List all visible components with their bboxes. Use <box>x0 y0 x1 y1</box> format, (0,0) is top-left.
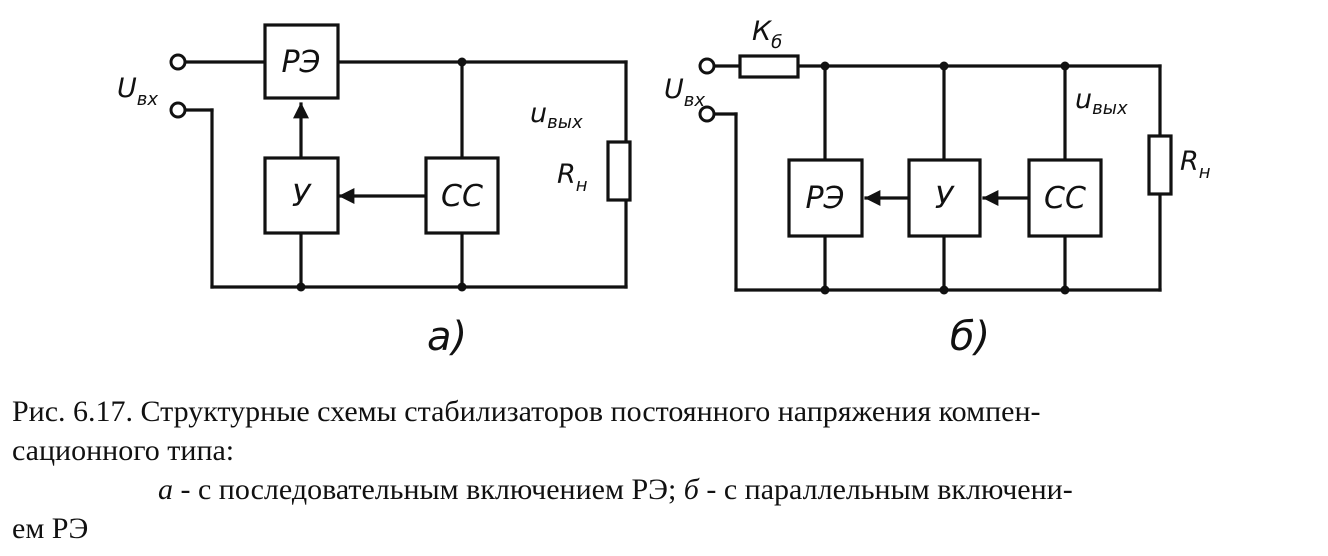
diagram-a-amp-block <box>263 156 340 235</box>
diagram-a-reg-label: РЭ <box>281 45 320 80</box>
diagram-b-vin-label: Uвх <box>664 74 705 111</box>
diagram-a-junction <box>457 282 467 292</box>
diagram-a-junction <box>296 282 306 292</box>
diagram-b-ballast-label: Кб <box>752 16 782 53</box>
diagram-b-reg-label: РЭ <box>805 181 844 216</box>
diagram-a-vin-label: Uвх <box>117 73 158 110</box>
diagram-a-reg-block <box>263 23 340 100</box>
diagram-a-junction <box>457 57 467 67</box>
diagram-b-junction <box>820 285 830 295</box>
diagram-a-input-terminal <box>169 53 187 71</box>
diagram-a-load-resistor <box>606 140 632 202</box>
diagram-b-amp-block <box>907 158 982 238</box>
diagram-b: РЭ У СС Кб Uвх uвых Rн б) <box>664 16 1211 360</box>
diagram-b-caption: б) <box>950 314 990 360</box>
diagram-b-ballast-resistor <box>738 54 800 79</box>
diagram-b-ref-label: СС <box>1044 181 1086 216</box>
diagram-b-load-resistor <box>1147 134 1173 196</box>
diagram-a-vout-label: uвых <box>530 98 583 133</box>
caption-line-1: Рис. 6.17. Структурные схемы стабилизато… <box>12 395 1041 428</box>
caption-variant-a-text: - с последовательным включением РЭ; <box>173 473 684 506</box>
diagram-a-input-terminal <box>169 101 187 119</box>
diagram-b-junction <box>939 285 949 295</box>
diagram-b-junction <box>820 61 830 71</box>
diagram-b-junction <box>1060 61 1070 71</box>
caption-variant-b: б <box>683 473 699 506</box>
caption-line-3: а - с последовательным включением РЭ; б … <box>12 470 1318 509</box>
diagram-b-junction <box>939 61 949 71</box>
caption-variant-b-text: - с параллельным включени- <box>698 473 1073 506</box>
schematic-figure: РЭ У СС Uвх uвых Rн а) <box>117 16 1211 360</box>
caption-variant-a: а <box>158 473 173 506</box>
diagram-b-reg-block <box>787 158 864 238</box>
caption-line-2: сационного типа: <box>12 434 235 467</box>
diagram-b-ref-block <box>1027 158 1103 238</box>
diagram-a-ref-label: СС <box>441 179 483 214</box>
diagram-b-input-terminal <box>698 105 716 123</box>
diagram-a-wires <box>184 60 628 289</box>
diagram-a-load-label: Rн <box>557 159 588 196</box>
diagram-a-caption: а) <box>427 314 467 360</box>
diagram-b-input-terminal <box>698 57 716 75</box>
diagram-b-junction <box>1060 285 1070 295</box>
caption-line-4: ем РЭ <box>12 512 89 545</box>
figure-caption: Рис. 6.17. Структурные схемы стабилизато… <box>12 392 1318 548</box>
diagram-b-amp-label: У <box>935 181 955 216</box>
diagram-a-ref-block <box>424 156 500 235</box>
diagram-b-vout-label: uвых <box>1075 84 1128 119</box>
diagram-a: РЭ У СС Uвх uвых Rн а) <box>117 23 632 360</box>
diagram-a-amp-label: У <box>292 179 312 214</box>
diagram-b-load-label: Rн <box>1180 146 1211 183</box>
